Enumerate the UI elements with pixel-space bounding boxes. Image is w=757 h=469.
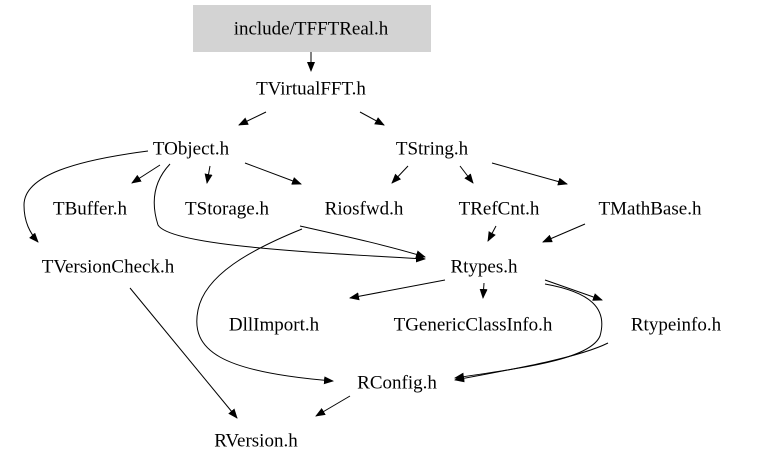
edge-tvirtualfft-tstring xyxy=(359,111,385,126)
node-rtypes[interactable]: Rtypes.h xyxy=(450,257,518,278)
edge-tobject-tstorage xyxy=(204,165,213,184)
edge-rtypes-dllimport xyxy=(349,279,446,301)
edge-tstring-tmathbase xyxy=(491,162,568,186)
node-tstorage[interactable]: TStorage.h xyxy=(185,199,269,220)
node-tversioncheck[interactable]: TVersionCheck.h xyxy=(42,257,175,278)
edge-rconfig-rversion xyxy=(315,395,351,417)
edge-tversioncheck-rversion xyxy=(129,287,238,419)
node-tbuffer[interactable]: TBuffer.h xyxy=(53,199,128,220)
node-dllimport[interactable]: DllImport.h xyxy=(229,315,320,336)
edge-trefcnt-rtypes xyxy=(487,225,497,242)
node-tfftreal[interactable]: include/TFFTReal.h xyxy=(234,19,389,40)
node-tvirtualfft[interactable]: TVirtualFFT.h xyxy=(256,79,366,100)
node-tmathbase[interactable]: TMathBase.h xyxy=(599,199,702,220)
edge-riosfwd-rconfig xyxy=(196,228,334,385)
edge-tstring-riosfwd xyxy=(391,165,409,184)
edge-tstring-trefcnt xyxy=(459,165,474,184)
node-trefcnt[interactable]: TRefCnt.h xyxy=(459,199,540,220)
edge-tmathbase-rtypes xyxy=(542,223,586,243)
edges xyxy=(23,52,609,419)
edge-rtypes-tgenericclassinfo xyxy=(479,282,488,299)
node-rconfig[interactable]: RConfig.h xyxy=(357,373,437,394)
node-rtypeinfo[interactable]: Rtypeinfo.h xyxy=(631,315,722,336)
edge-tobject-tversioncheck xyxy=(23,150,149,243)
edge-rtypeinfo-rconfig xyxy=(454,342,609,383)
node-rversion[interactable]: RVersion.h xyxy=(214,431,298,452)
edge-tvirtualfft-tobject xyxy=(238,111,267,126)
edge-riosfwd-rtypes xyxy=(299,225,426,259)
node-tstring[interactable]: TString.h xyxy=(396,139,469,160)
node-tgenericclassinfo[interactable]: TGenericClassInfo.h xyxy=(394,315,553,336)
node-riosfwd[interactable]: Riosfwd.h xyxy=(325,199,404,220)
node-tobject[interactable]: TObject.h xyxy=(153,139,230,160)
edge-tobject-riosfwd xyxy=(244,162,302,185)
edge-tobject-rtypes xyxy=(153,163,426,263)
nodes: include/TFFTReal.h TVirtualFFT.h TObject… xyxy=(42,19,722,452)
edge-rtypes-rtypeinfo xyxy=(544,279,603,301)
root-node-background xyxy=(193,5,431,52)
edge-tobject-tbuffer xyxy=(131,164,161,184)
